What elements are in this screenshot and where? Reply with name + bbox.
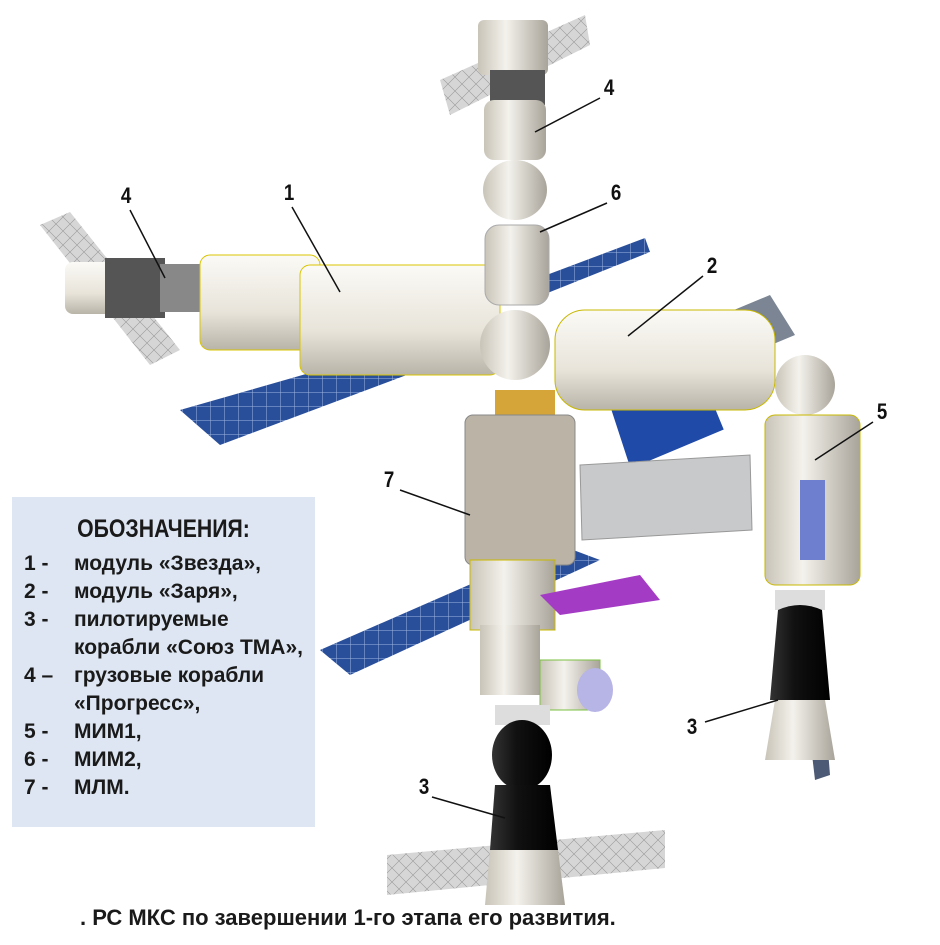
legend-item: 7 - МЛМ.	[24, 774, 315, 802]
legend-item: «Прогресс»,	[24, 690, 315, 718]
legend-text: МИМ1,	[74, 720, 142, 743]
legend-text: МИМ2,	[74, 748, 142, 771]
legend-title: ОБОЗНАЧЕНИЯ:	[77, 515, 250, 543]
zvezda-module	[199, 254, 501, 376]
figure-caption: . РС МКС по завершении 1-го этапа его ра…	[80, 905, 616, 930]
callout-1-zvezda: 1	[283, 180, 295, 205]
mim1-module	[764, 355, 861, 586]
legend-text: модуль «Звезда»,	[74, 552, 261, 575]
legend-item: 1 - модуль «Звезда»,	[24, 550, 315, 578]
legend-text: грузовые корабли	[74, 664, 265, 687]
legend-text: пилотируемые	[74, 608, 229, 631]
legend-num: 4 –	[24, 664, 54, 687]
legend-item: 2 - модуль «Заря»,	[24, 578, 315, 606]
legend-num: 1 -	[24, 552, 49, 575]
legend-text: «Прогресс»,	[74, 692, 201, 715]
soyuz-bottom	[485, 705, 565, 905]
top-stack	[478, 20, 550, 380]
zarya-module	[554, 309, 776, 411]
legend-num: 6 -	[24, 748, 49, 771]
legend-item: 3 - пилотируемые	[24, 606, 315, 634]
callout-2-zarya: 2	[706, 253, 718, 278]
legend-num: 7 -	[24, 776, 49, 799]
callout-4-progress-left: 4	[120, 183, 132, 208]
mlm-module	[464, 390, 660, 712]
legend-num: 2 -	[24, 580, 49, 603]
callout-5-mim1: 5	[876, 399, 888, 424]
legend-item: 5 - МИМ1,	[24, 718, 315, 746]
leader-lines	[129, 97, 874, 819]
legend-item: 4 – грузовые корабли	[24, 662, 315, 690]
legend-num	[24, 634, 74, 662]
callout-3-soyuz-bottom: 3	[418, 774, 430, 799]
callout-4-progress-top: 4	[603, 75, 615, 100]
soyuz-right	[765, 590, 835, 760]
callout-3-soyuz-right: 3	[686, 714, 698, 739]
callout-6-mim2: 6	[610, 180, 622, 205]
legend-item: корабли «Союз ТМА»,	[24, 634, 315, 662]
progress-left	[65, 258, 210, 318]
legend-item: 6 - МИМ2,	[24, 746, 315, 774]
legend-num	[24, 690, 74, 718]
legend-text: корабли «Союз ТМА»,	[74, 636, 303, 659]
legend-num: 3 -	[24, 608, 49, 631]
legend-box: ОБОЗНАЧЕНИЯ: 1 - модуль «Звезда», 2 - моду…	[12, 497, 315, 827]
legend-num: 5 -	[24, 720, 49, 743]
legend-text: МЛМ.	[74, 776, 130, 799]
legend-text: модуль «Заря»,	[74, 580, 238, 603]
callout-7-mlm: 7	[383, 467, 395, 492]
